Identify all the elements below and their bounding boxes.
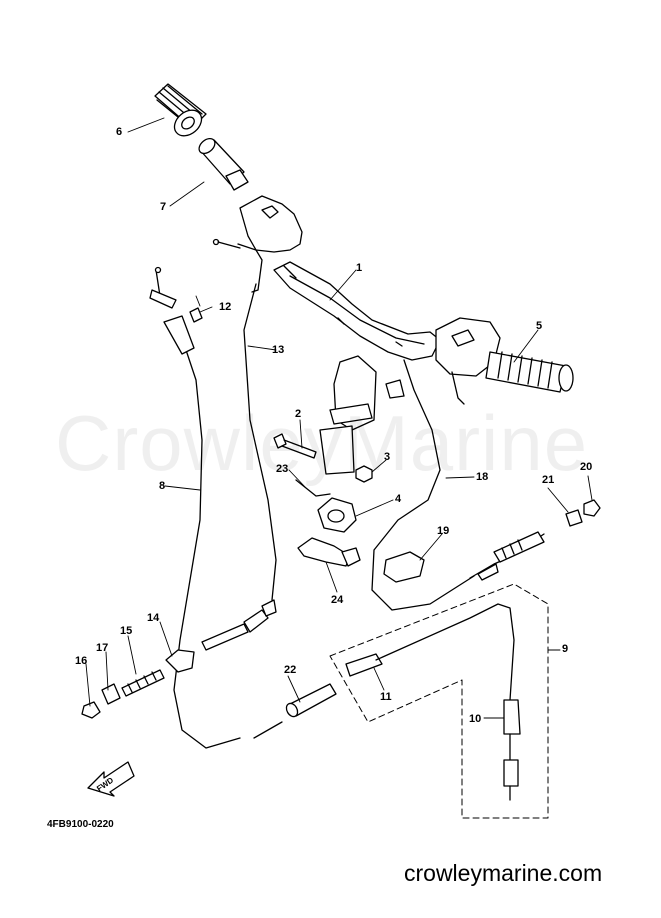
nut-part-3 [355, 465, 373, 483]
callout-15: 15 [120, 625, 133, 637]
diagram-code: 4FB9100-0220 [47, 819, 114, 830]
callout-20: 20 [580, 461, 593, 473]
watermark: CrowleyMarine [55, 399, 589, 487]
band-part-24 [297, 537, 361, 567]
callout-4: 4 [395, 493, 402, 505]
cable-part-8 [171, 327, 241, 749]
callout-23: 23 [276, 463, 289, 475]
callout-14: 14 [147, 612, 160, 624]
part-22-fitting [253, 683, 337, 739]
part-21-sleeve [565, 509, 583, 527]
callout-5: 5 [536, 320, 543, 332]
callout-3: 3 [384, 451, 391, 463]
callout-19: 19 [437, 525, 450, 537]
callout-21: 21 [542, 474, 555, 486]
part-19-clip [383, 551, 425, 583]
throttle-tube-part-7 [198, 137, 249, 191]
cable-end-part-12 [149, 266, 203, 323]
cable-part-13 [243, 283, 277, 601]
grip-part-6 [154, 83, 207, 137]
callout-16: 16 [75, 655, 88, 667]
part-20-nut [583, 499, 601, 517]
adjuster-assembly [81, 599, 277, 719]
callout-7: 7 [160, 201, 167, 213]
grip-part-5 [435, 317, 574, 405]
callout-17: 17 [96, 642, 109, 654]
cable-assembly-part-9 [329, 531, 549, 819]
bolt-part-2 [273, 433, 317, 459]
holder-part-4 [317, 497, 357, 533]
cable-part-18 [371, 359, 475, 611]
fwd-arrow-icon [87, 761, 135, 797]
callout-6: 6 [116, 126, 123, 138]
callout-12: 12 [219, 301, 232, 313]
site-name[interactable]: crowleymarine.com [404, 860, 603, 886]
callout-8: 8 [159, 480, 166, 492]
leader-lines [85, 117, 593, 719]
callout-22: 22 [284, 664, 297, 676]
callout-24: 24 [331, 594, 344, 606]
callout-11: 11 [380, 691, 392, 703]
callout-1: 1 [356, 262, 363, 274]
callout-9: 9 [562, 643, 569, 655]
callout-18: 18 [476, 471, 489, 483]
callout-13: 13 [272, 344, 285, 356]
callout-2: 2 [295, 408, 302, 420]
callout-10: 10 [469, 713, 482, 725]
